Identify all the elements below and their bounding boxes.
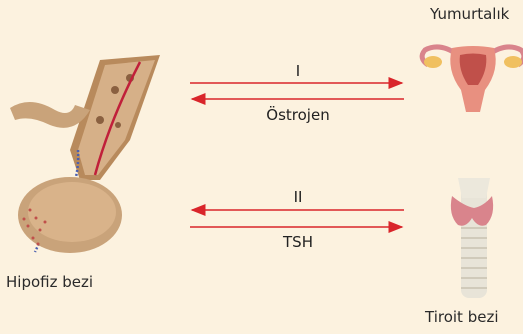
bottom-arrow-label-upper: II [268,188,328,206]
thyroid-label: Tiroit bezi [425,308,499,326]
pituitary-gland-illustration [10,55,160,253]
top-arrow-label-lower: Östrojen [256,106,340,124]
thyroid-illustration [451,178,493,298]
bottom-arrow-label-lower: TSH [268,233,328,251]
pituitary-label: Hipofiz bezi [6,273,93,291]
ovary-illustration [422,46,523,112]
top-arrow-label-upper: I [268,62,328,80]
ovary-label: Yumurtalık [430,5,509,23]
